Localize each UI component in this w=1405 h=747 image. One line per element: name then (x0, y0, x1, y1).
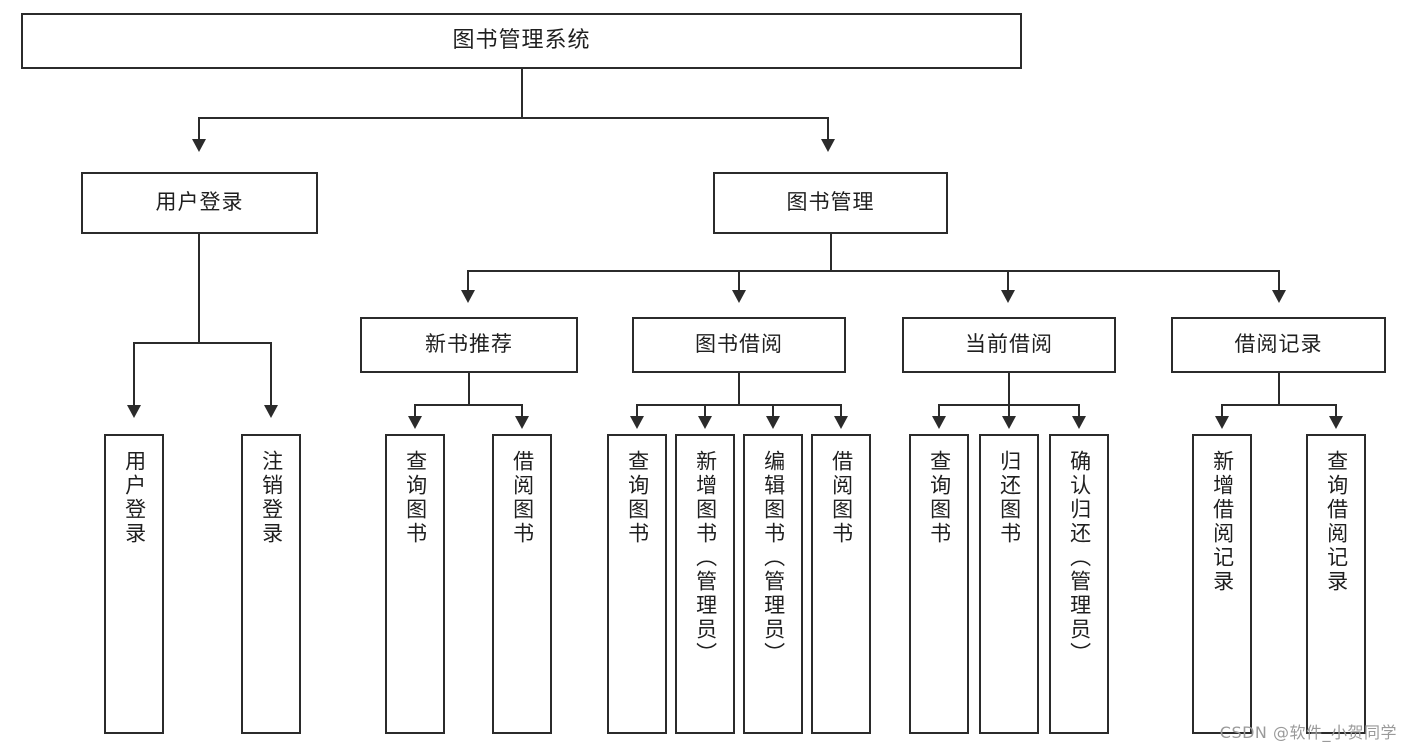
node-leaf-user-login[interactable]: 用户登录 (104, 434, 164, 734)
node-label: 注销登录 (259, 450, 284, 546)
connector-borrow-record-bus (1221, 404, 1336, 406)
node-leaf-return-book[interactable]: 归还图书 (979, 434, 1039, 734)
node-borrow-record[interactable]: 借阅记录 (1171, 317, 1386, 373)
arrow-borrow-record-to-leaf-2 (1329, 416, 1343, 429)
node-label: 确认归还（管理员） (1067, 450, 1092, 666)
connector-borrow-record-to-leaf-2 (1335, 404, 1337, 418)
connector-root-stem (521, 69, 523, 118)
connector-user-login-to-leaf-2 (270, 342, 272, 408)
node-label: 用户登录 (122, 450, 147, 546)
arrow-book-borrow-to-leaf-2 (698, 416, 712, 429)
arrow-current-borrow-to-leaf-3 (1072, 416, 1086, 429)
arrow-user-login-to-leaf-2 (264, 405, 278, 418)
arrow-book-manage-to-borrow-record (1272, 290, 1286, 303)
node-book-manage[interactable]: 图书管理 (713, 172, 948, 234)
arrow-book-borrow-to-leaf-4 (834, 416, 848, 429)
connector-book-manage-bus (467, 270, 1280, 272)
node-leaf-query-book-2[interactable]: 查询图书 (607, 434, 667, 734)
arrow-book-manage-to-book-borrow (732, 290, 746, 303)
node-label: 编辑图书（管理员） (761, 450, 786, 666)
node-label: 图书管理 (786, 190, 875, 215)
connector-current-borrow-to-leaf-1 (938, 404, 940, 418)
node-label: 用户登录 (155, 190, 244, 215)
arrow-new-book-to-leaf-1 (408, 416, 422, 429)
node-label: 借阅记录 (1234, 332, 1323, 357)
node-label: 查询图书 (403, 450, 428, 546)
node-root-system[interactable]: 图书管理系统 (21, 13, 1022, 69)
node-label: 查询借阅记录 (1324, 450, 1349, 594)
node-label: 图书管理系统 (452, 27, 591, 53)
node-label: 借阅图书 (829, 450, 854, 546)
connector-borrow-record-stem (1278, 373, 1280, 405)
arrow-new-book-to-leaf-2 (515, 416, 529, 429)
node-current-borrow[interactable]: 当前借阅 (902, 317, 1116, 373)
node-new-book-recommend[interactable]: 新书推荐 (360, 317, 578, 373)
node-leaf-borrow-book-2[interactable]: 借阅图书 (811, 434, 871, 734)
node-leaf-confirm-return[interactable]: 确认归还（管理员） (1049, 434, 1109, 734)
node-leaf-add-record[interactable]: 新增借阅记录 (1192, 434, 1252, 734)
connector-user-login-to-leaf-1 (133, 342, 135, 408)
arrow-borrow-record-to-leaf-1 (1215, 416, 1229, 429)
arrow-book-borrow-to-leaf-3 (766, 416, 780, 429)
connector-borrow-record-to-leaf-1 (1221, 404, 1223, 418)
connector-new-book-to-leaf-1 (414, 404, 416, 418)
node-label: 新书推荐 (425, 332, 513, 357)
connector-current-borrow-to-leaf-3 (1078, 404, 1080, 418)
node-label: 图书借阅 (695, 332, 783, 357)
node-leaf-query-book-3[interactable]: 查询图书 (909, 434, 969, 734)
connector-user-login-bus (133, 342, 271, 344)
node-leaf-user-logout[interactable]: 注销登录 (241, 434, 301, 734)
connector-root-bus (198, 117, 829, 119)
connector-current-borrow-stem (1008, 373, 1010, 405)
node-leaf-query-record[interactable]: 查询借阅记录 (1306, 434, 1366, 734)
node-label: 查询图书 (927, 450, 952, 546)
node-label: 归还图书 (997, 450, 1022, 546)
connector-user-login-stem (198, 234, 200, 343)
connector-root-to-book-manage (827, 117, 829, 142)
node-label: 新增借阅记录 (1210, 450, 1235, 594)
node-label: 借阅图书 (510, 450, 535, 546)
connector-book-borrow-bus (636, 404, 842, 406)
connector-book-manage-stem (830, 234, 832, 271)
arrow-user-login-to-leaf-1 (127, 405, 141, 418)
node-leaf-query-book-1[interactable]: 查询图书 (385, 434, 445, 734)
node-book-borrow[interactable]: 图书借阅 (632, 317, 846, 373)
connector-book-manage-to-borrow-record (1278, 270, 1280, 292)
node-leaf-edit-book[interactable]: 编辑图书（管理员） (743, 434, 803, 734)
arrow-book-borrow-to-leaf-1 (630, 416, 644, 429)
node-label: 新增图书（管理员） (693, 450, 718, 666)
connector-book-manage-to-book-borrow (738, 270, 740, 292)
node-leaf-add-book[interactable]: 新增图书（管理员） (675, 434, 735, 734)
connector-book-manage-to-current-borrow (1007, 270, 1009, 292)
node-user-login[interactable]: 用户登录 (81, 172, 318, 234)
connector-book-manage-to-new-book (467, 270, 469, 292)
arrow-current-borrow-to-leaf-2 (1002, 416, 1016, 429)
connector-book-borrow-to-leaf-3 (772, 404, 774, 418)
connector-book-borrow-stem (738, 373, 740, 405)
node-label: 查询图书 (625, 450, 650, 546)
connector-book-borrow-to-leaf-4 (840, 404, 842, 418)
arrow-current-borrow-to-leaf-1 (932, 416, 946, 429)
arrow-book-manage-to-current-borrow (1001, 290, 1015, 303)
connector-root-to-user-login (198, 117, 200, 142)
arrow-root-to-book-manage (821, 139, 835, 152)
connector-book-borrow-to-leaf-1 (636, 404, 638, 418)
arrow-book-manage-to-new-book (461, 290, 475, 303)
connector-current-borrow-to-leaf-2 (1008, 404, 1010, 418)
node-label: 当前借阅 (965, 332, 1053, 357)
node-leaf-borrow-book-1[interactable]: 借阅图书 (492, 434, 552, 734)
connector-book-borrow-to-leaf-2 (704, 404, 706, 418)
arrow-root-to-user-login (192, 139, 206, 152)
connector-new-book-bus (414, 404, 522, 406)
connector-new-book-stem (468, 373, 470, 405)
connector-new-book-to-leaf-2 (521, 404, 523, 418)
